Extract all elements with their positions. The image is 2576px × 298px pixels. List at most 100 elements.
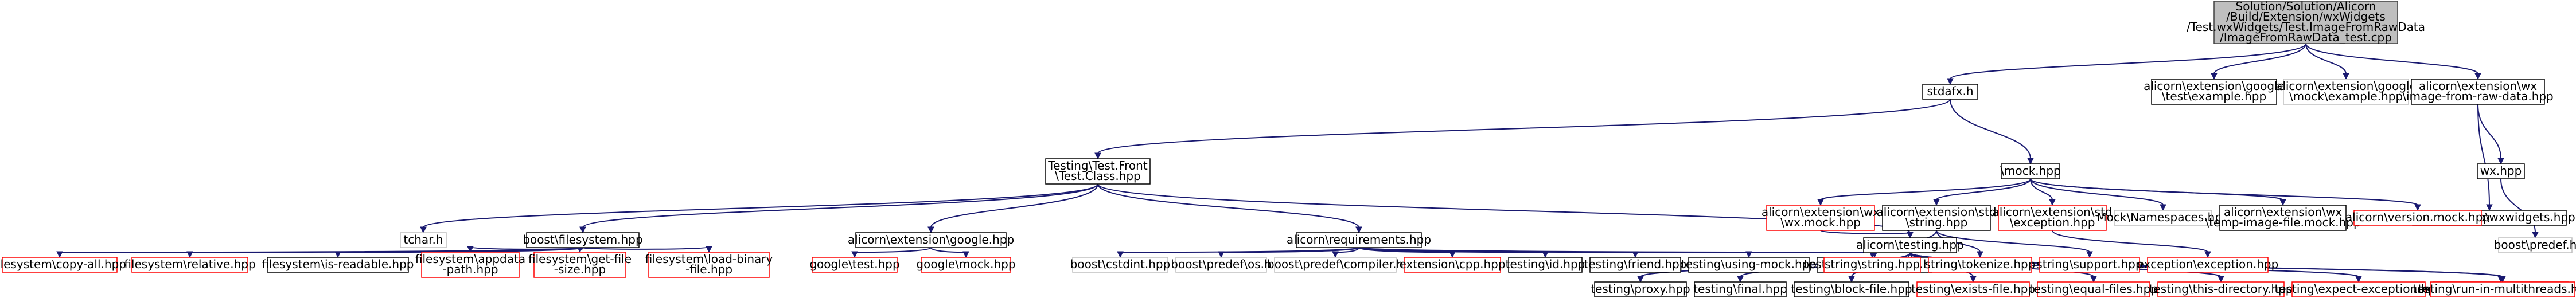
- node-box[interactable]: [131, 257, 248, 273]
- node-testing-id[interactable]: testing\id.hpp: [1506, 257, 1585, 273]
- node-box[interactable]: [1882, 205, 1991, 231]
- node-box[interactable]: [812, 257, 898, 273]
- node-wx-hpp[interactable]: wx.hpp: [2477, 163, 2525, 179]
- node-boost-cstdint[interactable]: boost\cstdint.hpp: [1070, 257, 1171, 273]
- node-wx-mock[interactable]: alicorn\extension\wx\wx.mock.hpp: [1761, 205, 1880, 231]
- node-box[interactable]: [1072, 257, 1168, 273]
- node-box[interactable]: [2353, 210, 2482, 226]
- edge-arrowhead: [1817, 199, 1824, 206]
- node-fs-load-binary[interactable]: filesystem\load-binary-file.hpp: [645, 252, 773, 278]
- node-string-tokenize[interactable]: string\tokenize.hpp: [1925, 257, 2036, 273]
- node-testing-using-mock[interactable]: testing\using-mock.hpp: [1681, 257, 1817, 273]
- node-box[interactable]: [1928, 257, 2032, 273]
- node-google-mock[interactable]: google\mock.hpp: [916, 257, 1016, 273]
- node-string-string[interactable]: string\string.hpp: [1823, 257, 1921, 273]
- node-box[interactable]: [2001, 163, 2060, 179]
- node-version-mock[interactable]: alicorn\version.mock.hpp: [2345, 210, 2490, 226]
- edge-arrowhead: [1848, 276, 1855, 283]
- node-fs-appdata[interactable]: filesystem\appdata-path.hpp: [415, 252, 525, 278]
- node-wx-image[interactable]: alicorn\extension\wx\image-from-raw-data…: [2402, 79, 2554, 105]
- node-fs-copy-all[interactable]: filesystem\copy-all.hpp: [0, 257, 126, 273]
- node-extension-cpp[interactable]: extension\cpp.hpp: [1399, 257, 1506, 273]
- node-testing-equal-files[interactable]: testing\equal-files.hpp: [2029, 281, 2158, 297]
- node-google-test[interactable]: google\test.hpp: [809, 257, 900, 273]
- node-box[interactable]: [1916, 281, 2030, 297]
- node-stdafx[interactable]: stdafx.h: [1922, 84, 1978, 100]
- node-testing-exists-file[interactable]: testing\exists-file.hpp: [1911, 281, 2035, 297]
- node-box[interactable]: [1589, 257, 1681, 273]
- node-google-example[interactable]: alicorn\extension\google\test\example.hp…: [2144, 79, 2285, 105]
- node-testing-proxy[interactable]: testing\proxy.hpp: [1591, 281, 1690, 297]
- node-box[interactable]: [1922, 84, 1978, 100]
- node-box[interactable]: [421, 252, 520, 278]
- node-box[interactable]: [921, 257, 1011, 273]
- node-fs-is-readable[interactable]: filesystem\is-readable.hpp: [262, 257, 414, 273]
- node-boost-predef-compiler[interactable]: boost\predef\compiler.h: [1267, 257, 1404, 273]
- node-box[interactable]: [1175, 257, 1267, 273]
- node-box[interactable]: [2283, 79, 2409, 105]
- node-box[interactable]: [2114, 210, 2212, 226]
- node-box[interactable]: [2430, 281, 2575, 297]
- node-box[interactable]: [2219, 205, 2347, 231]
- dependency-edge: [582, 183, 1098, 228]
- node-box[interactable]: [1694, 281, 1787, 297]
- node-box[interactable]: [1508, 257, 1583, 273]
- node-box[interactable]: [1296, 232, 1422, 248]
- node-testing-block-file[interactable]: testing\block-file.hpp: [1791, 281, 1912, 297]
- node-exception-exception[interactable]: exception\exception.hpp: [2137, 257, 2279, 273]
- node-testing-final[interactable]: testing\final.hpp: [1693, 281, 1787, 297]
- node-google-hpp[interactable]: alicorn\extension\google.hpp: [848, 232, 1014, 248]
- node-box[interactable]: [526, 232, 640, 248]
- node-box[interactable]: [267, 257, 409, 273]
- node-box[interactable]: [2037, 281, 2150, 297]
- node-box[interactable]: [2213, 1, 2398, 44]
- node-box[interactable]: [1863, 237, 1957, 253]
- node-boost-predef-h[interactable]: boost\predef.h: [2494, 237, 2576, 253]
- node-boost-filesystem[interactable]: boost\filesystem.hpp: [523, 232, 643, 248]
- node-requirements[interactable]: alicorn\requirements.hpp: [1287, 232, 1431, 248]
- node-box[interactable]: [400, 232, 447, 248]
- node-box[interactable]: [2291, 281, 2426, 297]
- node-box[interactable]: [648, 252, 770, 278]
- dependency-edge: [2030, 178, 2283, 201]
- node-box[interactable]: [1594, 281, 1687, 297]
- node-testing-this-directory[interactable]: testing\this-directory.hpp: [2149, 281, 2293, 297]
- node-mock-example[interactable]: alicorn\extension\google\mock\example.hp…: [2275, 79, 2417, 105]
- node-fs-get-file-size[interactable]: filesystem\get-file-size.hpp: [528, 252, 632, 278]
- node-box[interactable]: [2157, 281, 2285, 297]
- node-testing-expect-exception[interactable]: testing\expect-exception.hpp: [2274, 281, 2443, 297]
- node-box[interactable]: [2477, 163, 2525, 179]
- node-box[interactable]: [1404, 257, 1501, 273]
- node-test-front[interactable]: Testing\Test.Front\Test.Class.hpp: [1045, 158, 1151, 185]
- node-box[interactable]: [1766, 205, 1875, 231]
- node-box[interactable]: [533, 252, 626, 278]
- node-std-string[interactable]: alicorn\extension\std\string.hpp: [1876, 205, 1997, 231]
- node-box[interactable]: [2498, 237, 2573, 253]
- node-box[interactable]: [2039, 257, 2140, 273]
- node-box[interactable]: [1998, 205, 2107, 231]
- dependency-edge: [1936, 178, 2031, 201]
- node-testing-run-multithreads[interactable]: testing\run-in-multithreads.hpp: [2413, 281, 2576, 297]
- node-mock-namespaces[interactable]: Mock\Namespaces.hpp: [2096, 210, 2230, 226]
- node-box[interactable]: [1794, 281, 1909, 297]
- node-alicorn-testing[interactable]: alicorn\testing.hpp: [1856, 237, 1964, 253]
- node-root[interactable]: Solution/Solution/Alicorn/Build/Extensio…: [2187, 0, 2425, 44]
- node-box[interactable]: [1688, 257, 1810, 273]
- node-testing-friend[interactable]: testing\friend.hpp: [1584, 257, 1687, 273]
- node-box[interactable]: [2147, 257, 2269, 273]
- node-string-support[interactable]: string\support.hpp: [2036, 257, 2143, 273]
- node-fs-relative[interactable]: filesystem\relative.hpp: [124, 257, 256, 273]
- node-box[interactable]: [1823, 257, 1921, 273]
- node-box[interactable]: [2, 257, 118, 273]
- node-box[interactable]: [1274, 257, 1397, 273]
- node-box[interactable]: [1045, 158, 1151, 185]
- node-std-exception[interactable]: alicorn\extension\std\exception.hpp: [1992, 205, 2113, 231]
- node-boost-predef-os[interactable]: boost\predef\os.h: [1171, 257, 1272, 273]
- node-mock-hpp[interactable]: \mock.hpp: [2000, 163, 2061, 179]
- node-wx-temp-mock[interactable]: alicorn\extension\wx\temp-image-file.moc…: [2205, 205, 2361, 231]
- node-box[interactable]: [2411, 79, 2545, 105]
- node-box[interactable]: [2151, 79, 2277, 105]
- node-tchar[interactable]: tchar.h: [400, 232, 447, 248]
- node-box[interactable]: [855, 232, 1007, 248]
